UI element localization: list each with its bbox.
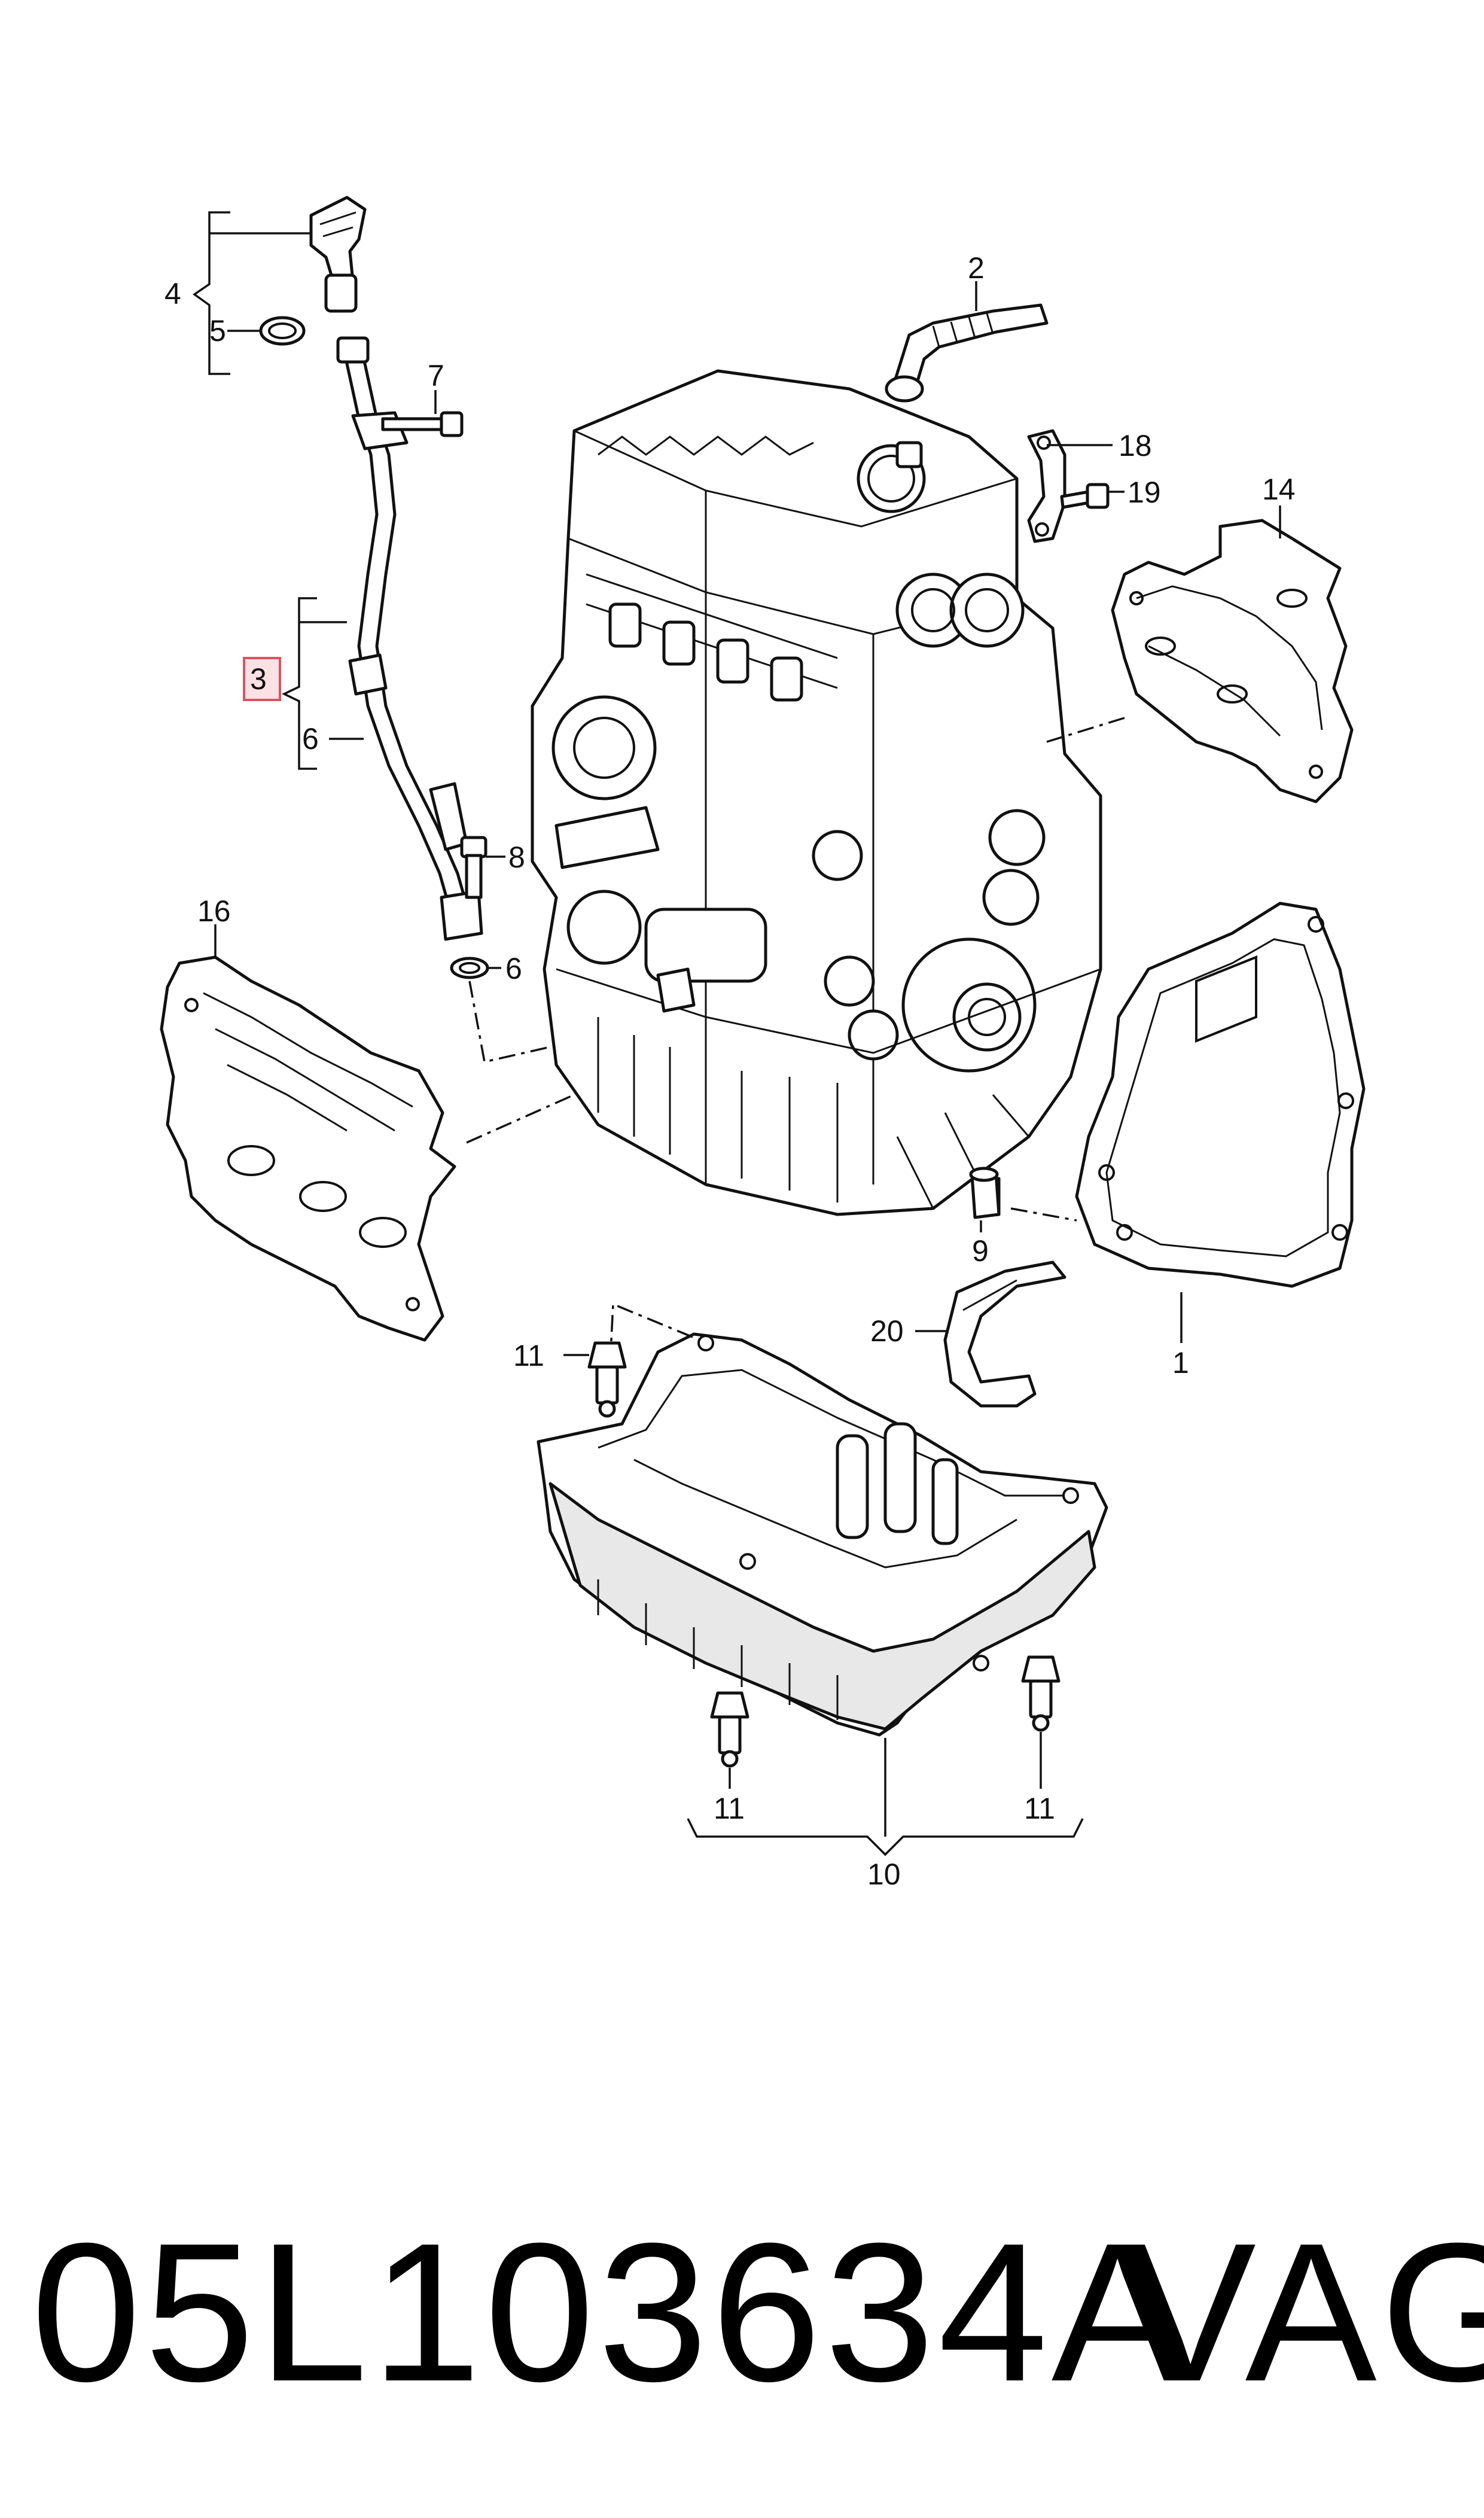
heat-shield-14 — [1111, 519, 1354, 803]
label-16: 16 — [197, 894, 231, 928]
label-5: 5 — [209, 314, 226, 348]
heat-shield-16 — [160, 955, 456, 1342]
brand-name: VAG — [1125, 2202, 1484, 2422]
label-18: 18 — [1119, 429, 1152, 462]
thrust-washer-20 — [943, 1260, 1066, 1408]
dipstick-handle — [309, 196, 367, 313]
label-19: 19 — [1128, 476, 1161, 509]
part-number: 05L103634A — [31, 2202, 1187, 2422]
label-1: 1 — [1172, 1346, 1189, 1380]
label-8: 8 — [508, 841, 525, 874]
bracket-18 — [1027, 429, 1066, 543]
sleeve-9 — [969, 1167, 1001, 1219]
gasket-1 — [1075, 902, 1366, 1288]
oil-pan-10 — [537, 1332, 1108, 1737]
breather-hose — [885, 303, 1049, 403]
o-ring-6-lower — [450, 957, 489, 979]
label-6-upper: 6 — [302, 722, 319, 756]
bolt-7 — [381, 411, 464, 437]
o-ring-5 — [259, 316, 306, 346]
label-11-top: 11 — [513, 1339, 544, 1372]
label-2: 2 — [968, 251, 985, 285]
bolt-19 — [1060, 483, 1110, 509]
bolt-11-left — [710, 1691, 749, 1768]
label-6-lower: 6 — [505, 952, 522, 985]
bolt-8 — [460, 836, 487, 899]
label-11-right: 11 — [1024, 1792, 1055, 1825]
label-9: 9 — [972, 1234, 989, 1268]
highlight-box-3 — [243, 657, 281, 701]
engine-block — [531, 369, 1102, 1216]
label-20: 20 — [870, 1314, 904, 1348]
label-14: 14 — [1262, 473, 1296, 506]
label-7: 7 — [428, 359, 444, 392]
label-3: 3 — [250, 662, 267, 696]
label-4: 4 — [164, 277, 181, 310]
bolt-11-right — [1021, 1655, 1061, 1732]
label-10: 10 — [867, 1858, 901, 1891]
bolt-11-top — [587, 1341, 627, 1418]
label-11-left: 11 — [714, 1792, 745, 1825]
